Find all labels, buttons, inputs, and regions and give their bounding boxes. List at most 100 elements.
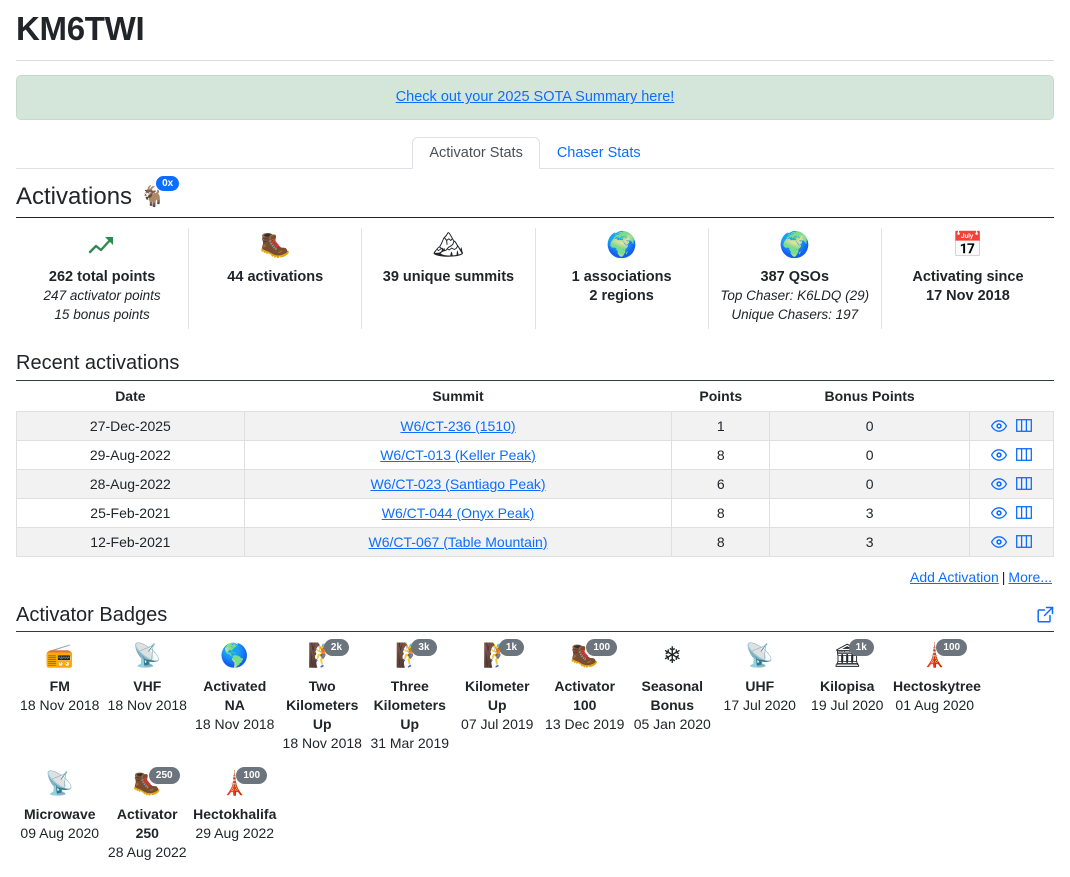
badge-icon-wrap: 📡 xyxy=(745,642,774,676)
eye-icon[interactable] xyxy=(991,419,1007,432)
table-footer-links: Add Activation|More... xyxy=(16,557,1054,589)
cell-points: 6 xyxy=(671,468,771,499)
eye-icon[interactable] xyxy=(991,448,1007,461)
cell-date: 29-Aug-2022 xyxy=(16,439,245,470)
badge-item[interactable]: 🧗 2k Two Kilometers Up 18 Nov 2018 xyxy=(279,638,367,768)
cell-date: 27-Dec-2025 xyxy=(16,410,245,441)
badge-item[interactable]: 🗼 100 Hectokhalifa 29 Aug 2022 xyxy=(191,766,279,858)
column-header-bonus-points: Bonus Points xyxy=(769,380,970,412)
badge-icon-wrap: 🏛 1k xyxy=(833,638,874,676)
summit-link[interactable]: W6/CT-236 (1510) xyxy=(400,417,516,434)
table-row: 27-Dec-2025 W6/CT-236 (1510) 1 0 xyxy=(16,410,1054,441)
badge-item[interactable]: 🧗 3k Three Kilometers Up 31 Mar 2019 xyxy=(366,638,454,768)
badge-item[interactable]: 📡 UHF 17 Jul 2020 xyxy=(716,640,804,730)
badge-count: 100 xyxy=(586,638,618,656)
badge-count: 3k xyxy=(411,638,437,656)
stat-associations: 🌍 1 associations 2 regions xyxy=(536,227,709,329)
more-link[interactable]: More... xyxy=(1008,568,1052,585)
stat-activating-since-label: Activating since xyxy=(912,268,1024,285)
links-separator: | xyxy=(1001,568,1006,585)
eye-icon[interactable] xyxy=(991,535,1007,548)
stat-total-points: 262 total points 247 activator points 15… xyxy=(16,227,190,329)
eye-icon[interactable] xyxy=(991,506,1007,519)
tab-chaser-stats[interactable]: Chaser Stats xyxy=(556,145,641,162)
cell-summit: W6/CT-044 (Onyx Peak) xyxy=(243,497,673,528)
table-header: Date Summit Points Bonus Points xyxy=(16,380,1054,412)
badge-item[interactable]: 📻 FM 18 Nov 2018 xyxy=(16,640,104,730)
badge-icon-wrap: 🧗 3k xyxy=(395,638,437,676)
badge-icon-wrap: 🗼 100 xyxy=(220,766,268,804)
page-title: KM6TWI xyxy=(16,10,145,47)
activator-badges-label: Activator Badges xyxy=(16,603,168,626)
goat-icon: 🐐 xyxy=(140,186,165,209)
badge-item[interactable]: 🏛 1k Kilopisa 19 Jul 2020 xyxy=(804,638,892,730)
activator-badges-divider xyxy=(16,630,1054,632)
map-icon[interactable] xyxy=(1016,535,1032,548)
summit-link[interactable]: W6/CT-044 (Onyx Peak) xyxy=(381,504,535,521)
activations-heading-label: Activations xyxy=(16,182,133,210)
antenna-icon: 📡 xyxy=(745,641,775,668)
cell-bonus-points: 3 xyxy=(769,497,971,528)
table-row: 12-Feb-2021 W6/CT-067 (Table Mountain) 8… xyxy=(16,526,1054,557)
external-link-icon[interactable] xyxy=(1037,606,1054,623)
badge-icon-wrap: 📡 xyxy=(133,642,162,676)
badge-name: Kilometer Up xyxy=(464,677,530,713)
badge-item[interactable]: 📡 VHF 18 Nov 2018 xyxy=(104,640,192,730)
chart-increasing-icon xyxy=(88,230,116,262)
cell-bonus-points: 0 xyxy=(769,439,971,470)
badge-icon-wrap: 🥾 250 xyxy=(133,766,180,804)
stat-unique-summits-value: 39 unique summits xyxy=(382,268,515,285)
badge-item[interactable]: 🧗 1k Kilometer Up 07 Jul 2019 xyxy=(454,638,542,749)
column-header-actions xyxy=(969,380,1054,412)
badge-item[interactable]: 🥾 100 Activator 100 13 Dec 2019 xyxy=(541,638,629,749)
tab-activator-stats[interactable]: Activator Stats xyxy=(412,137,540,169)
goat-badge-wrap[interactable]: 🐐 0x xyxy=(140,176,180,209)
activator-badges-heading: Activator Badges xyxy=(16,603,1054,631)
badge-icon-wrap: 🧗 1k xyxy=(483,638,525,676)
badge-count: 2k xyxy=(323,638,350,656)
stat-unique-summits: 🏔 39 unique summits xyxy=(362,227,536,329)
badge-count: 100 xyxy=(936,638,968,656)
map-icon[interactable] xyxy=(1016,448,1032,461)
badge-item[interactable]: 📡 Microwave 09 Aug 2020 xyxy=(16,768,104,858)
page-container: KM6TWI Check out your 2025 SOTA Summary … xyxy=(16,0,1054,877)
table-row: 25-Feb-2021 W6/CT-044 (Onyx Peak) 8 3 xyxy=(16,497,1054,528)
badge-date: 18 Nov 2018 xyxy=(20,696,100,713)
column-header-date: Date xyxy=(16,380,245,412)
badge-name: Three Kilometers Up xyxy=(373,677,446,733)
badge-date: 09 Aug 2020 xyxy=(20,825,100,842)
badge-date: 07 Jul 2019 xyxy=(461,716,534,733)
cell-actions xyxy=(969,439,1054,470)
badge-item[interactable]: 🌎 Activated NA 18 Nov 2018 xyxy=(191,640,279,749)
map-icon[interactable] xyxy=(1016,506,1032,519)
badge-name: FM xyxy=(49,677,70,694)
add-activation-link[interactable]: Add Activation xyxy=(910,568,999,585)
badge-item[interactable]: 🗼 100 Hectoskytree 01 Aug 2020 xyxy=(891,638,981,730)
badge-name: VHF xyxy=(133,677,162,694)
summit-link[interactable]: W6/CT-023 (Santiago Peak) xyxy=(370,475,546,492)
stat-top-chaser: Top Chaser: K6LDQ (29) xyxy=(720,288,870,304)
map-icon[interactable] xyxy=(1016,419,1032,432)
table-header-row: Date Summit Points Bonus Points xyxy=(16,380,1054,412)
cell-points: 8 xyxy=(671,497,771,528)
badge-count: 1k xyxy=(848,638,874,656)
badge-item[interactable]: 🥾 250 Activator 250 28 Aug 2022 xyxy=(104,766,192,877)
table-body: 27-Dec-2025 W6/CT-236 (1510) 1 0 29-Aug-… xyxy=(16,410,1054,557)
snowflake-icon: ❄ xyxy=(662,641,682,668)
cell-date: 28-Aug-2022 xyxy=(16,468,245,499)
summit-link[interactable]: W6/CT-067 (Table Mountain) xyxy=(368,533,548,550)
eye-icon[interactable] xyxy=(991,477,1007,490)
chart-increasing-glyph xyxy=(88,236,114,253)
stat-activating-since-date: 17 Nov 2018 xyxy=(926,288,1010,305)
summit-link[interactable]: W6/CT-013 (Keller Peak) xyxy=(380,446,536,463)
sota-summary-link[interactable]: Check out your 2025 SOTA Summary here! xyxy=(395,89,675,106)
badge-date: 18 Nov 2018 xyxy=(107,696,187,713)
badge-date: 28 Aug 2022 xyxy=(107,844,187,861)
badge-date: 17 Jul 2020 xyxy=(723,696,796,713)
badge-name: Hectoskytree xyxy=(893,677,981,694)
badge-item[interactable]: ❄ Seasonal Bonus 05 Jan 2020 xyxy=(629,640,717,749)
map-icon[interactable] xyxy=(1016,477,1032,490)
badge-date: 19 Jul 2020 xyxy=(811,696,884,713)
cell-actions xyxy=(969,410,1054,441)
activator-badges-grid: 📻 FM 18 Nov 2018 📡 VHF 18 Nov 2018 🌎 Act… xyxy=(16,632,1054,877)
